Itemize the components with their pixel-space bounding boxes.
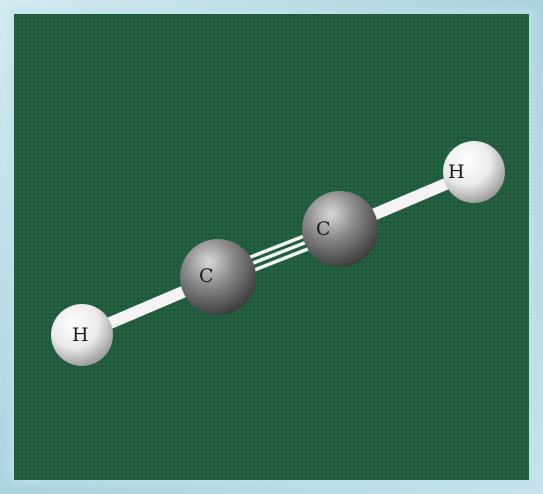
atom-label: C: [199, 265, 214, 287]
bonds: [76, 166, 480, 341]
atom-label: H: [72, 324, 89, 346]
hydrogen-sphere: [443, 141, 505, 203]
atom-c1: C: [180, 239, 256, 315]
carbon-sphere: [302, 191, 378, 267]
atom-h1: H: [51, 304, 113, 366]
atom-label: H: [448, 161, 465, 183]
atom-h2: H: [443, 141, 505, 203]
carbon-sphere: [180, 239, 256, 315]
atom-label: C: [316, 218, 331, 240]
atom-c2: C: [302, 191, 378, 267]
hydrogen-sphere: [51, 304, 113, 366]
